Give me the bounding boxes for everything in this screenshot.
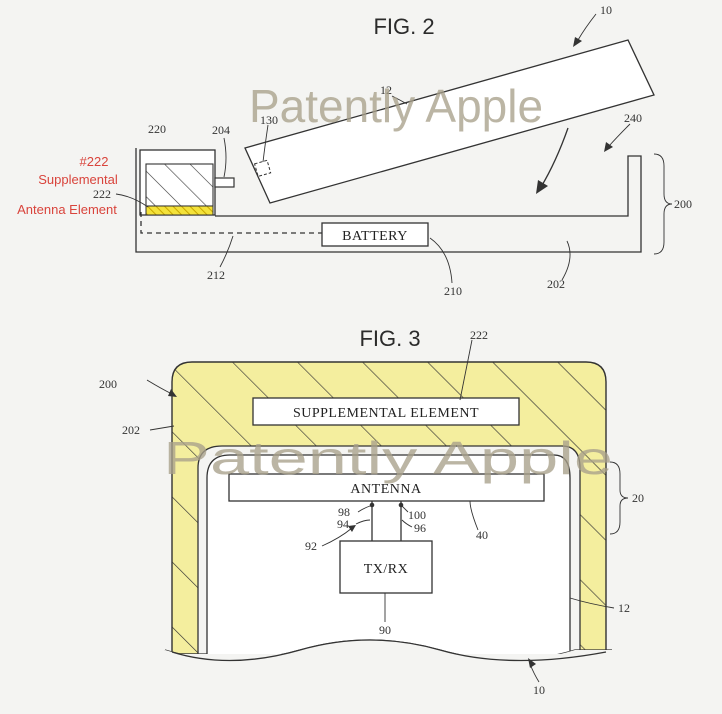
ref3-90: 90	[379, 623, 391, 637]
component-220-hatched	[145, 163, 214, 207]
ref3-222: 222	[470, 328, 488, 342]
ref-10: 10	[600, 3, 612, 17]
ref-220: 220	[148, 122, 166, 136]
ref-12: 12	[380, 83, 392, 97]
txrx-box	[339, 540, 433, 594]
ref3-200: 200	[99, 377, 117, 391]
ref-240: 240	[624, 111, 642, 125]
ref-200: 200	[674, 197, 692, 211]
connector-204	[214, 177, 235, 188]
element-130	[253, 159, 272, 178]
ref-202: 202	[547, 277, 565, 291]
supplemental-element-label: SUPPLEMENTAL ELEMENT	[293, 406, 479, 421]
dashed-cable-212	[140, 212, 322, 234]
ref3-100: 100	[408, 508, 426, 522]
antenna-label: ANTENNA	[350, 482, 422, 497]
supplemental-antenna-element	[145, 205, 214, 216]
ref3-94: 94	[337, 517, 349, 531]
ref3-40: 40	[476, 528, 488, 542]
battery-box	[321, 222, 429, 247]
annotation-line1: #222	[80, 154, 109, 169]
motion-arrow	[540, 127, 569, 188]
ref3-12: 12	[618, 601, 630, 615]
supplemental-element-box	[252, 397, 520, 426]
ref3-10: 10	[533, 683, 545, 697]
ref-222: 222	[93, 187, 111, 201]
watermark-top: Patently Apple	[249, 80, 543, 132]
ref3-98: 98	[338, 505, 350, 519]
fig2-title: FIG. 2	[373, 14, 434, 39]
annotation-line2: Supplemental	[38, 172, 118, 187]
figure-3: FIG. 3 SUPPLEMENTAL ELEMENT ANTENNA TX/R…	[99, 326, 644, 697]
ref-204: 204	[212, 123, 230, 137]
ref3-96: 96	[414, 521, 426, 535]
ref-212: 212	[207, 268, 225, 282]
motion-arrow-head	[536, 180, 548, 194]
ref-130: 130	[260, 113, 278, 127]
antenna-box	[228, 473, 545, 502]
battery-label: BATTERY	[342, 229, 408, 244]
watermark-bottom: Patently Apple	[163, 432, 613, 484]
brace-200	[653, 153, 673, 255]
fig3-title: FIG. 3	[359, 326, 420, 351]
figure-2: FIG. 2 BATTERY 10 12	[17, 3, 692, 298]
ref3-20: 20	[632, 491, 644, 505]
txrx-label: TX/RX	[364, 562, 409, 577]
ref3-92: 92	[305, 539, 317, 553]
annotation-line3: Antenna Element	[17, 202, 117, 217]
ref-210: 210	[444, 284, 462, 298]
device-12	[244, 39, 655, 204]
brace-20	[609, 461, 629, 535]
base-tray	[135, 148, 642, 253]
ref3-202: 202	[122, 423, 140, 437]
